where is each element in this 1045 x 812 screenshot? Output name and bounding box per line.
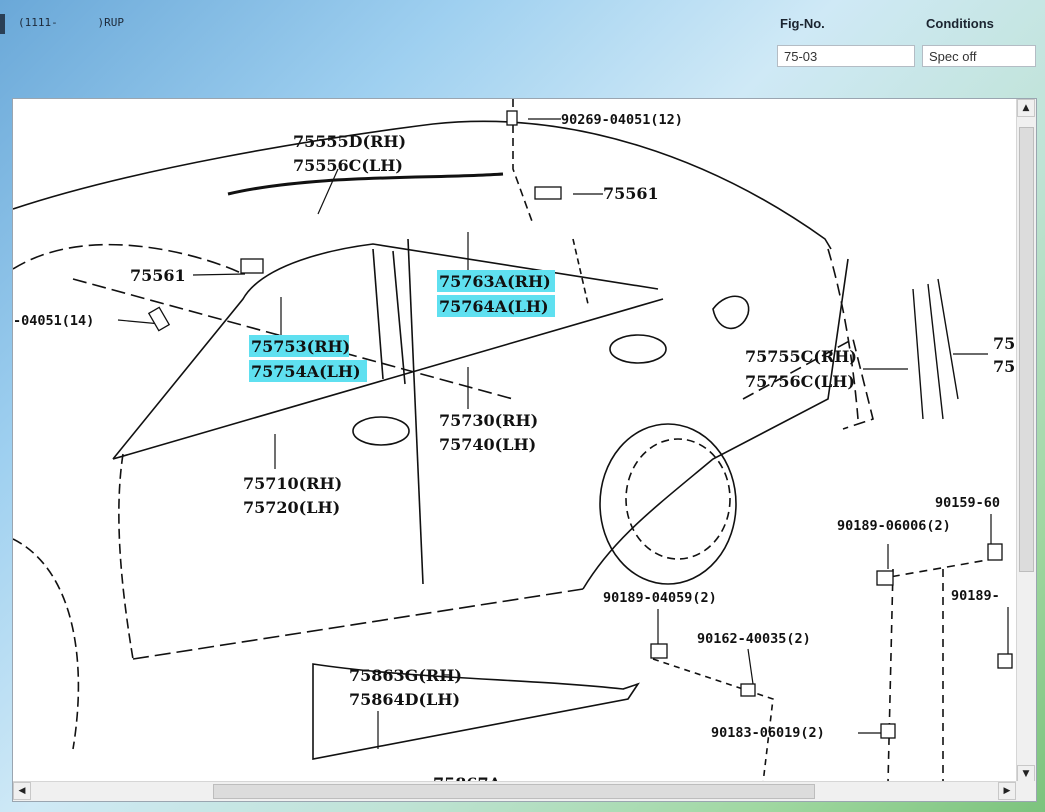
small-parts	[147, 110, 1013, 739]
fig-no-label: Fig-No.	[780, 16, 825, 31]
vertical-scrollbar[interactable]: ▲ ▼	[1016, 99, 1036, 783]
model-range-text: (1111- )RUP	[18, 16, 124, 29]
highlight-75763a	[437, 270, 555, 292]
part-label-90189-04059[interactable]: 90189-04059(2)	[603, 590, 717, 606]
part-label-75556c[interactable]: 75556C(LH)	[293, 156, 403, 175]
scroll-right-button[interactable]: ▶	[998, 782, 1016, 800]
top-bar: (1111- )RUP Fig-No. 75-03 Conditions Spe…	[0, 0, 1045, 98]
conditions-label: Conditions	[926, 16, 994, 31]
part-label-75-right-2[interactable]: 75	[993, 357, 1015, 376]
part-label-90189-06006[interactable]: 90189-06006(2)	[837, 518, 951, 534]
scrollbar-corner	[1016, 781, 1036, 801]
part-label-90269-04051[interactable]: 90269-04051(12)	[561, 112, 683, 128]
highlight-75754a	[249, 360, 367, 382]
part-label-90189-partial[interactable]: 90189-	[951, 588, 1000, 604]
part-label-75864d[interactable]: 75864D(LH)	[349, 690, 460, 709]
scroll-left-button[interactable]: ◀	[13, 782, 31, 800]
part-label-75561-right[interactable]: 75561	[603, 184, 659, 203]
part-label-75555d[interactable]: 75555D(RH)	[293, 132, 406, 151]
conditions-field[interactable]: Spec off	[922, 45, 1036, 67]
horizontal-scrollbar[interactable]: ◀ ▶	[13, 781, 1016, 801]
part-label-90162-40035[interactable]: 90162-40035(2)	[697, 631, 811, 647]
highlight-75764a	[437, 295, 555, 317]
scroll-up-button[interactable]: ▲	[1017, 99, 1035, 117]
left-edge-marker	[0, 14, 5, 34]
part-label-75756c[interactable]: 75756C(LH)	[745, 372, 855, 391]
leader-lines	[117, 118, 1009, 749]
highlight-75753	[249, 335, 349, 357]
horizontal-scroll-thumb[interactable]	[213, 784, 815, 799]
part-label-bottom-partial[interactable]: 75867A	[433, 774, 502, 783]
car-outline	[13, 99, 994, 783]
part-label-75753[interactable]: 75753(RH)	[251, 337, 350, 356]
diagram-viewer[interactable]: 90269-04051(12) 75555D(RH) 75556C(LH) 75…	[12, 98, 1037, 802]
part-label-75740[interactable]: 75740(LH)	[439, 435, 536, 454]
part-label-75710[interactable]: 75710(RH)	[243, 474, 342, 493]
part-label-75730[interactable]: 75730(RH)	[439, 411, 538, 430]
part-label-75863g[interactable]: 75863G(RH)	[349, 666, 462, 685]
part-label-75561-left[interactable]: 75561	[130, 266, 186, 285]
part-label-90183-06019[interactable]: 90183-06019(2)	[711, 725, 825, 741]
part-label-75-right-1[interactable]: 75	[993, 334, 1015, 353]
part-label-75755c[interactable]: 75755C(RH)	[745, 347, 857, 366]
part-label-75764a[interactable]: 75764A(LH)	[439, 297, 549, 316]
part-label-75720[interactable]: 75720(LH)	[243, 498, 340, 517]
parts-diagram[interactable]: 90269-04051(12) 75555D(RH) 75556C(LH) 75…	[13, 99, 1016, 783]
part-label-75754a[interactable]: 75754A(LH)	[251, 362, 361, 381]
part-label-90159-60[interactable]: 90159-60	[935, 495, 1000, 511]
part-label-75763a[interactable]: 75763A(RH)	[439, 272, 551, 291]
vertical-scroll-thumb[interactable]	[1019, 127, 1034, 572]
part-label-04051[interactable]: -04051(14)	[13, 313, 94, 329]
fig-no-field[interactable]: 75-03	[777, 45, 915, 67]
